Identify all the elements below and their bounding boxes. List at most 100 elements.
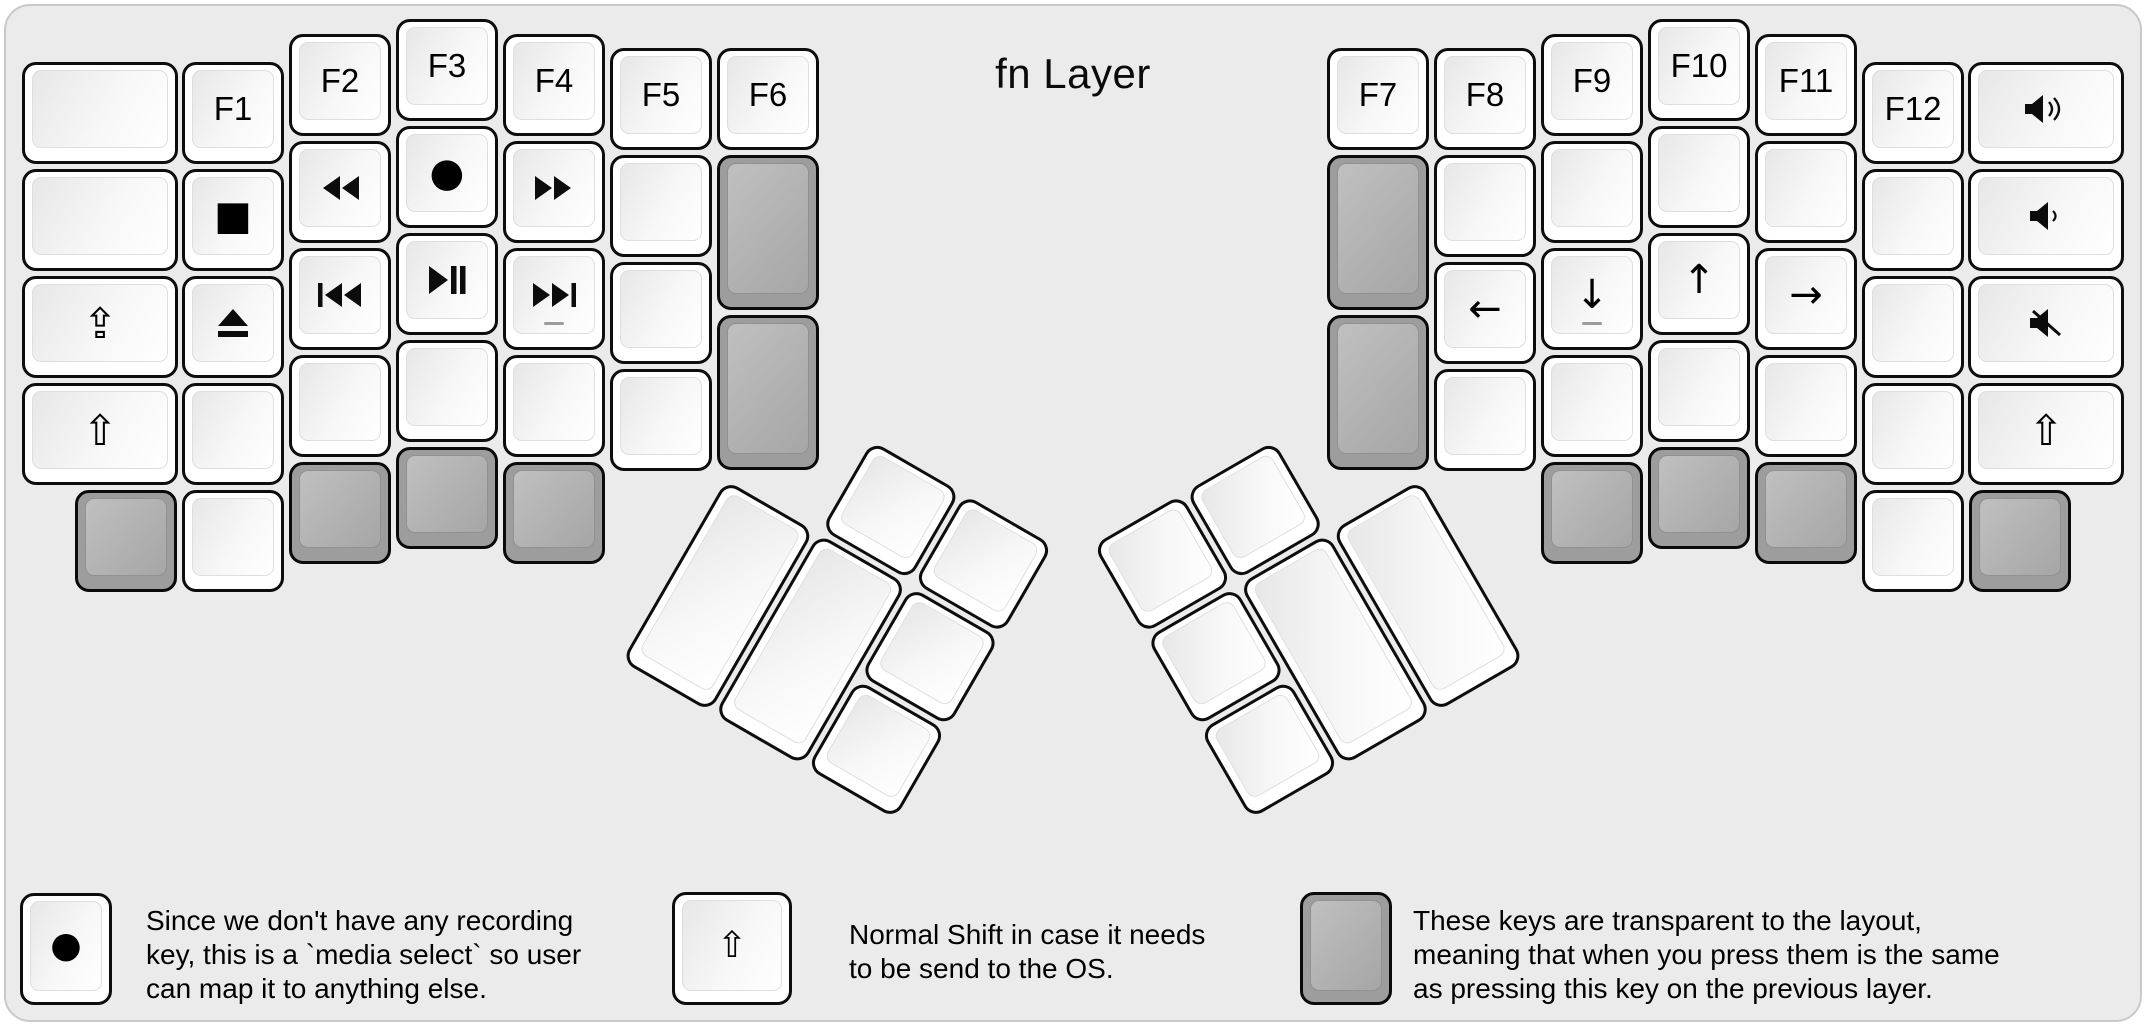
key-caps-lock[interactable]: ⇪ bbox=[22, 276, 178, 378]
key-blank-r-r3c10[interactable] bbox=[1648, 340, 1750, 442]
key-label-f5: F5 bbox=[641, 76, 681, 113]
key-shift-left[interactable]: ⇧ bbox=[22, 383, 178, 485]
key-f1[interactable]: F1 bbox=[182, 62, 284, 164]
key-prev-track[interactable] bbox=[289, 248, 391, 350]
key-blank-l-r3c1[interactable] bbox=[182, 383, 284, 485]
key-arrow-up[interactable]: ↑ bbox=[1648, 233, 1750, 335]
keycap-top bbox=[1978, 284, 2114, 362]
key-blank-l-r3c5[interactable] bbox=[610, 369, 712, 471]
key-f10[interactable]: F10 bbox=[1648, 19, 1750, 121]
key-blank-r-r1c11[interactable] bbox=[1755, 141, 1857, 243]
key-f3[interactable]: F3 bbox=[396, 19, 498, 121]
voldown-icon bbox=[2026, 200, 2066, 232]
key-f9[interactable]: F9 bbox=[1541, 34, 1643, 136]
key-transparent-r-bottom3[interactable] bbox=[1755, 462, 1857, 564]
keycap-top bbox=[1551, 470, 1633, 548]
keycap-top bbox=[1978, 177, 2114, 255]
keycap-top bbox=[620, 377, 702, 455]
key-label-stop: ■ bbox=[214, 193, 252, 239]
key-label-f7: F7 bbox=[1358, 76, 1398, 113]
key-transparent-r-inner2[interactable] bbox=[1327, 315, 1429, 470]
key-blank-r-r3c8[interactable] bbox=[1434, 369, 1536, 471]
keycap-top bbox=[85, 498, 167, 576]
key-f5[interactable]: F5 bbox=[610, 48, 712, 150]
key-arrow-left[interactable]: ← bbox=[1434, 262, 1536, 364]
key-transparent-l-inner1[interactable] bbox=[717, 155, 819, 310]
key-blank-l-r3c3[interactable] bbox=[396, 340, 498, 442]
key-transparent-r-bottom5[interactable] bbox=[1969, 490, 2071, 592]
key-blank-l-r3c2[interactable] bbox=[289, 355, 391, 457]
key-play-pause[interactable] bbox=[396, 233, 498, 335]
key-shift-right[interactable]: ⇧ bbox=[1968, 383, 2124, 485]
key-label-f4: F4 bbox=[534, 62, 574, 99]
keycap-top: ⇧ bbox=[1978, 391, 2114, 469]
key-f8[interactable]: F8 bbox=[1434, 48, 1536, 150]
key-label-record: ● bbox=[429, 150, 465, 196]
key-blank-r-r1c10[interactable] bbox=[1648, 126, 1750, 228]
key-transparent-l-bottom1[interactable] bbox=[75, 490, 177, 592]
key-blank-r-r1c12[interactable] bbox=[1862, 169, 1964, 271]
key-transparent-r-inner1[interactable] bbox=[1327, 155, 1429, 310]
key-eject[interactable] bbox=[182, 276, 284, 378]
keycap-top bbox=[1872, 391, 1954, 469]
key-blank-l-r3c4[interactable] bbox=[503, 355, 605, 457]
key-blank-l-bottom2[interactable] bbox=[182, 490, 284, 592]
keycap-top bbox=[32, 177, 168, 255]
key-transparent-l-bottom4[interactable] bbox=[396, 447, 498, 549]
key-blank-r-r2c12[interactable] bbox=[1862, 276, 1964, 378]
key-blank-r-r3c12[interactable] bbox=[1862, 383, 1964, 485]
key-next-track[interactable] bbox=[503, 248, 605, 350]
keycap-top: ● bbox=[406, 134, 488, 212]
key-blank-l-r1c5[interactable] bbox=[610, 155, 712, 257]
key-stop[interactable]: ■ bbox=[182, 169, 284, 271]
key-blank-l-r0c0[interactable] bbox=[22, 62, 178, 164]
key-fast-forward[interactable] bbox=[503, 141, 605, 243]
key-blank-l-r1c0[interactable] bbox=[22, 169, 178, 271]
keycap-top bbox=[1979, 498, 2061, 576]
legend-text-transparent: These keys are transparent to the layout… bbox=[1413, 905, 2000, 1004]
key-f12[interactable]: F12 bbox=[1862, 62, 1964, 164]
record-icon: ● bbox=[50, 925, 82, 966]
key-f7[interactable]: F7 bbox=[1327, 48, 1429, 150]
keycap-top bbox=[1872, 498, 1954, 576]
mute-icon bbox=[2026, 307, 2066, 339]
key-transparent-r-bottom1[interactable] bbox=[1541, 462, 1643, 564]
shift-icon: ⇧ bbox=[716, 925, 748, 966]
keycap-top bbox=[1337, 323, 1419, 454]
key-transparent-r-bottom2[interactable] bbox=[1648, 447, 1750, 549]
keycap-top: F4 bbox=[513, 42, 595, 120]
key-blank-r-r1c9[interactable] bbox=[1541, 141, 1643, 243]
key-f11[interactable]: F11 bbox=[1755, 34, 1857, 136]
keycap-top: F12 bbox=[1872, 70, 1954, 148]
key-blank-r-r3c11[interactable] bbox=[1755, 355, 1857, 457]
keycap-top bbox=[406, 348, 488, 426]
key-f4[interactable]: F4 bbox=[503, 34, 605, 136]
key-blank-r-bottom4[interactable] bbox=[1862, 490, 1964, 592]
keycap-top bbox=[192, 391, 274, 469]
keycap-top bbox=[1551, 363, 1633, 441]
key-label-caps-lock: ⇪ bbox=[82, 298, 118, 348]
key-volume-down[interactable] bbox=[1968, 169, 2124, 271]
key-arrow-down[interactable]: ↓ bbox=[1541, 248, 1643, 350]
key-record[interactable]: ● bbox=[396, 126, 498, 228]
key-rewind[interactable] bbox=[289, 141, 391, 243]
key-transparent-l-inner2[interactable] bbox=[717, 315, 819, 470]
key-mute[interactable] bbox=[1968, 276, 2124, 378]
key-volume-up[interactable] bbox=[1968, 62, 2124, 164]
key-f2[interactable]: F2 bbox=[289, 34, 391, 136]
keycap-top bbox=[727, 163, 809, 294]
keycap-top: F5 bbox=[620, 56, 702, 134]
key-blank-l-r2c5[interactable] bbox=[610, 262, 712, 364]
key-blank-r-r1c8[interactable] bbox=[1434, 155, 1536, 257]
keycap-top bbox=[1551, 149, 1633, 227]
key-blank-r-r3c9[interactable] bbox=[1541, 355, 1643, 457]
keycap-top: F6 bbox=[727, 56, 809, 134]
key-label-f11: F11 bbox=[1778, 62, 1834, 99]
keycap-top bbox=[1765, 363, 1847, 441]
key-arrow-right[interactable]: → bbox=[1755, 248, 1857, 350]
key-transparent-l-bottom5[interactable] bbox=[503, 462, 605, 564]
key-f6[interactable]: F6 bbox=[717, 48, 819, 150]
key-transparent-l-bottom3[interactable] bbox=[289, 462, 391, 564]
key-label-shift-left: ⇧ bbox=[82, 405, 118, 455]
keycap-top bbox=[299, 363, 381, 441]
